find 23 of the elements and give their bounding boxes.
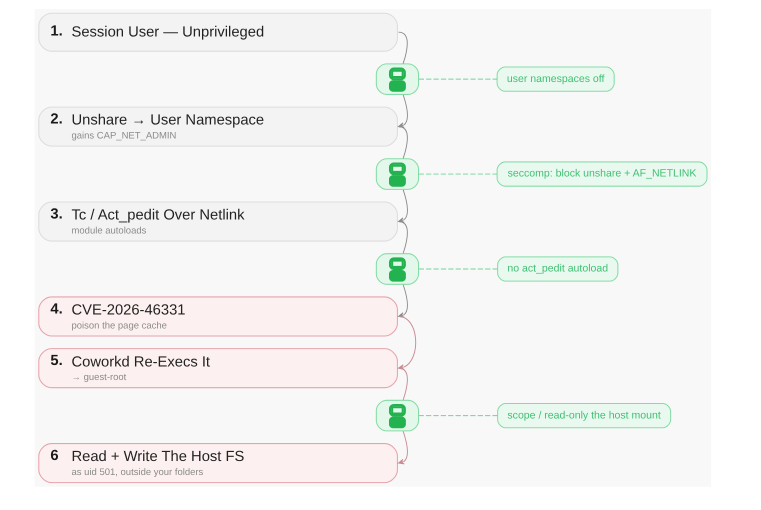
node-box: 4. CVE-2026-46331 poison the page cache — [38, 296, 398, 336]
node-box: 3. Tc / Act_pedit Over Netlink module autoloads — [38, 201, 398, 242]
connector — [418, 414, 498, 416]
connector — [398, 126, 408, 158]
node-box: no act_pedit autoload — [497, 256, 618, 282]
node-box: scope / read-only the host mount — [497, 402, 672, 428]
node-box: 2. Unshare → User Namespace gains CAP_NET_ADMIN — [38, 106, 398, 146]
node-box: 6 Read + Write The Host FS as uid 501, outside your folders — [38, 442, 398, 483]
node-box: 5. Coworkd Re-Execs It → guest-root — [38, 348, 398, 388]
connector — [418, 78, 498, 80]
node-lock — [376, 252, 420, 284]
node-box: seccomp: block unshare + AF_NETLINK — [496, 160, 708, 186]
node-box: user namespaces off — [496, 66, 615, 92]
node-lock — [376, 399, 420, 431]
connector — [398, 220, 408, 254]
connector — [398, 367, 408, 400]
arrow — [398, 430, 408, 464]
connector — [398, 31, 408, 64]
node-lock — [376, 62, 420, 94]
node-lock — [376, 158, 420, 190]
connector — [418, 173, 498, 174]
connector — [418, 268, 498, 269]
node-box: 1. Session User — Unprivileged — [38, 12, 398, 52]
